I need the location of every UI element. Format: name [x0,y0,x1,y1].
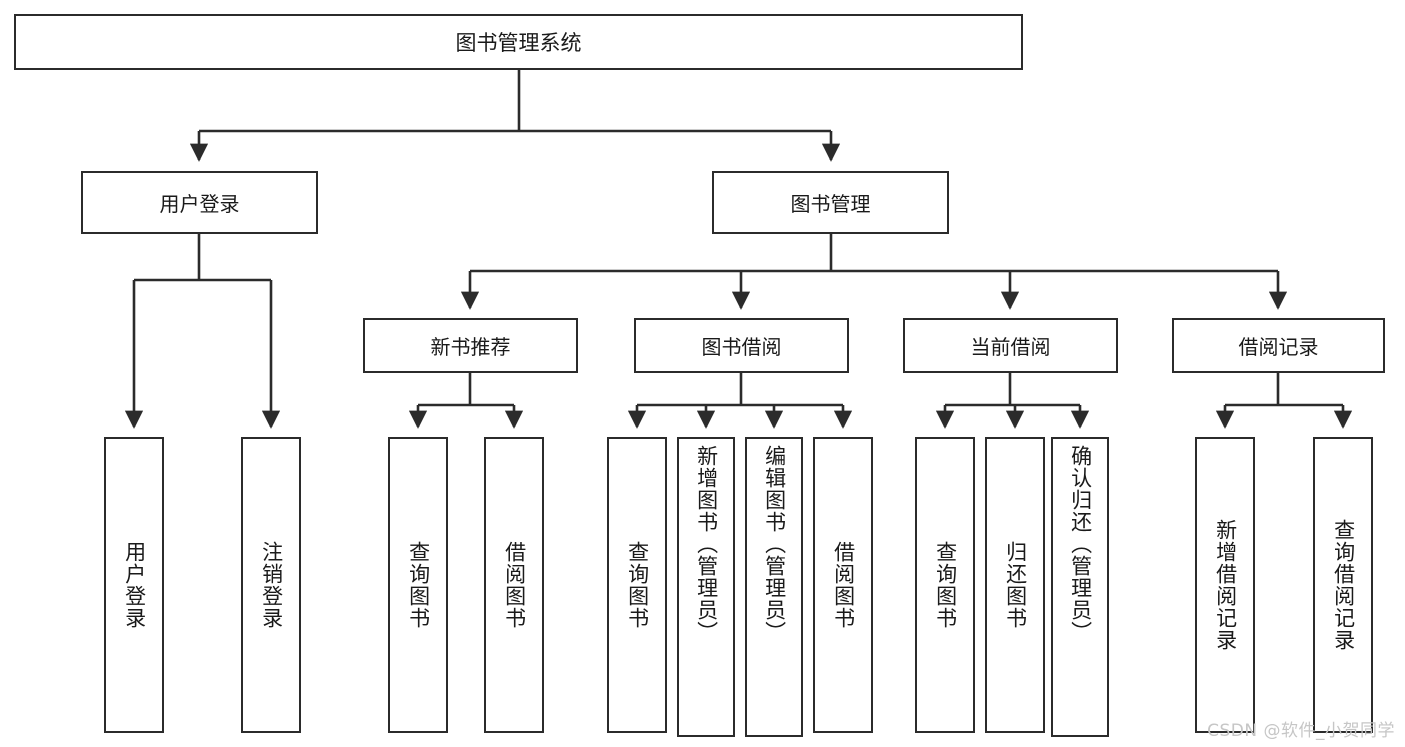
leaf-return-book-label: 归还图书 [1003,541,1028,629]
leaf-query-book-recommend-label: 查询图书 [406,541,431,629]
leaf-add-book-admin[interactable]: 新增图书（管理员） [677,437,735,737]
node-user-login-label: 用户登录 [159,192,240,216]
node-root[interactable]: 图书管理系统 [14,14,1023,70]
node-root-label: 图书管理系统 [455,31,582,55]
node-book-borrow-label: 图书借阅 [701,335,782,359]
leaf-edit-book-admin-label: 编辑图书（管理员） [762,445,787,643]
leaf-query-book-borrow[interactable]: 查询图书 [607,437,667,733]
leaf-add-borrow-record-label: 新增借阅记录 [1213,519,1238,651]
leaf-add-book-admin-label: 新增图书（管理员） [694,445,719,643]
leaf-query-book-borrow-label: 查询图书 [625,541,650,629]
node-book-management-label: 图书管理 [790,192,871,216]
leaf-borrow-book[interactable]: 借阅图书 [813,437,873,733]
leaf-logout-label: 注销登录 [259,541,284,629]
node-current-borrow[interactable]: 当前借阅 [903,318,1118,373]
leaf-query-book-current[interactable]: 查询图书 [915,437,975,733]
leaf-edit-book-admin[interactable]: 编辑图书（管理员） [745,437,803,737]
leaf-query-borrow-record-label: 查询借阅记录 [1331,519,1356,651]
leaf-confirm-return-admin-label: 确认归还（管理员） [1068,445,1093,643]
leaf-user-login[interactable]: 用户登录 [104,437,164,733]
node-new-book-recommend-label: 新书推荐 [430,335,511,359]
leaf-add-borrow-record[interactable]: 新增借阅记录 [1195,437,1255,733]
node-current-borrow-label: 当前借阅 [970,335,1051,359]
csdn-watermark: CSDN @软件_小贺同学 [1207,721,1395,741]
leaf-return-book[interactable]: 归还图书 [985,437,1045,733]
node-book-management[interactable]: 图书管理 [712,171,949,234]
node-new-book-recommend[interactable]: 新书推荐 [363,318,578,373]
leaf-confirm-return-admin[interactable]: 确认归还（管理员） [1051,437,1109,737]
leaf-user-login-label: 用户登录 [122,541,147,629]
leaf-query-borrow-record[interactable]: 查询借阅记录 [1313,437,1373,733]
leaf-borrow-book-recommend-label: 借阅图书 [502,541,527,629]
node-user-login[interactable]: 用户登录 [81,171,318,234]
leaf-borrow-book-label: 借阅图书 [831,541,856,629]
node-book-borrow[interactable]: 图书借阅 [634,318,849,373]
node-borrow-record[interactable]: 借阅记录 [1172,318,1385,373]
leaf-query-book-current-label: 查询图书 [933,541,958,629]
node-borrow-record-label: 借阅记录 [1238,335,1319,359]
leaf-logout[interactable]: 注销登录 [241,437,301,733]
leaf-borrow-book-recommend[interactable]: 借阅图书 [484,437,544,733]
leaf-query-book-recommend[interactable]: 查询图书 [388,437,448,733]
